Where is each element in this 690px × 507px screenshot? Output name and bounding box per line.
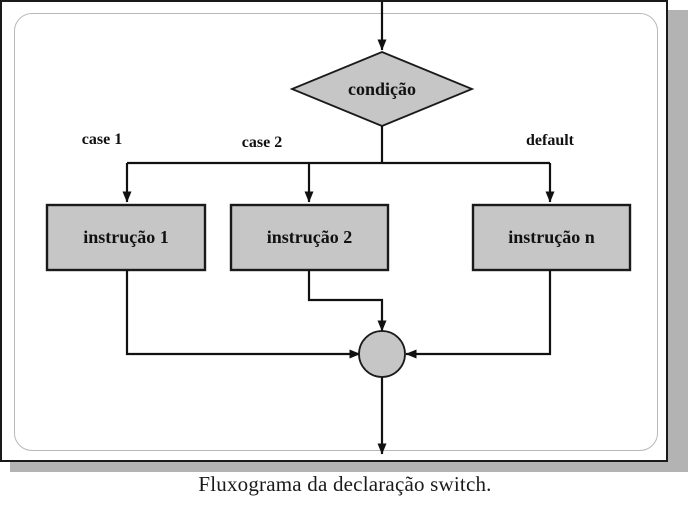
node-merge-circle bbox=[358, 330, 406, 378]
edge-label-case-2: case 2 bbox=[241, 134, 283, 151]
edge-instrucaon-to-merge bbox=[405, 270, 552, 359]
flowchart-canvas bbox=[45, 2, 632, 455]
figure-caption: Fluxograma da declaração switch. bbox=[198, 472, 492, 496]
node-condicao-label: condição bbox=[347, 79, 416, 99]
edge-label-case-1: case 1 bbox=[81, 131, 123, 148]
edge-instrucao2-to-merge bbox=[307, 270, 387, 332]
edge-instrucao1-to-merge bbox=[125, 270, 361, 359]
node-instrucao2-label: instrução 2 bbox=[266, 227, 353, 247]
node-instrucao1 bbox=[45, 203, 207, 272]
node-instrucaon-label: instrução n bbox=[508, 227, 595, 247]
edge-label-default: default bbox=[526, 132, 574, 149]
node-instrucao1-label: instrução 1 bbox=[83, 227, 169, 247]
figure-frame: condição case 1 case 2 default instrução… bbox=[0, 0, 668, 462]
figure-inner-border bbox=[14, 13, 658, 451]
node-instrucaon bbox=[471, 203, 632, 272]
